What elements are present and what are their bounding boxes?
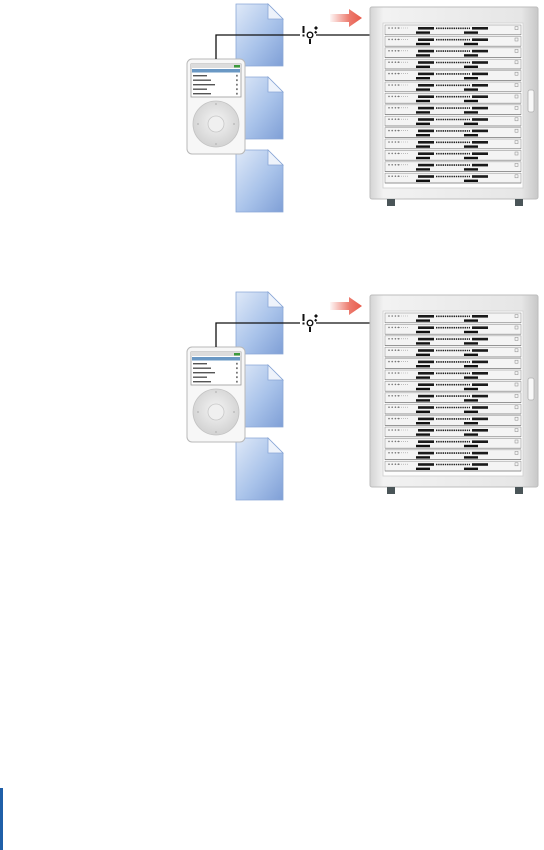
rack-unit xyxy=(385,59,521,69)
rack-unit xyxy=(385,370,521,380)
rack-unit xyxy=(385,128,521,138)
rack-unit xyxy=(385,139,521,149)
rack-unit xyxy=(385,105,521,115)
server-rack-icon xyxy=(370,7,538,206)
rack-unit xyxy=(385,162,521,172)
rack-unit xyxy=(385,359,521,369)
document-icon xyxy=(236,438,283,500)
rack-unit xyxy=(385,25,521,35)
rack-unit xyxy=(385,93,521,103)
server-rack-icon xyxy=(370,295,538,494)
page-margin-bar xyxy=(0,788,3,850)
firewire-icon xyxy=(303,314,319,332)
rack-unit xyxy=(385,36,521,46)
rack-unit xyxy=(385,313,521,323)
rack-unit xyxy=(385,116,521,126)
rack-unit xyxy=(385,461,521,471)
click-wheel xyxy=(193,389,239,435)
firewire-icon xyxy=(303,26,319,44)
rack-unit xyxy=(385,48,521,58)
ipod-to-server-diagram-top xyxy=(0,0,544,260)
rack-unit xyxy=(385,173,521,183)
click-wheel xyxy=(193,101,239,147)
document-icon xyxy=(236,150,283,212)
ipod-to-server-diagram-bottom xyxy=(0,288,544,548)
rack-unit xyxy=(385,347,521,357)
ipod-icon xyxy=(187,59,245,154)
rack-unit xyxy=(385,393,521,403)
ipod-screen xyxy=(191,352,241,385)
rack-unit xyxy=(385,381,521,391)
rack-unit xyxy=(385,427,521,437)
ipod-icon xyxy=(187,347,245,442)
rack-unit xyxy=(385,324,521,334)
rack-unit xyxy=(385,404,521,414)
rack-unit xyxy=(385,150,521,160)
rack-unit xyxy=(385,438,521,448)
rack-unit xyxy=(385,82,521,92)
rack-unit xyxy=(385,71,521,81)
diagram-canvas xyxy=(0,288,544,548)
rack-unit xyxy=(385,450,521,460)
ipod-screen xyxy=(191,64,241,97)
diagram-canvas xyxy=(0,0,544,260)
arrow-right-icon xyxy=(330,9,362,27)
arrow-right-icon xyxy=(330,297,362,315)
rack-unit xyxy=(385,416,521,426)
rack-unit xyxy=(385,336,521,346)
